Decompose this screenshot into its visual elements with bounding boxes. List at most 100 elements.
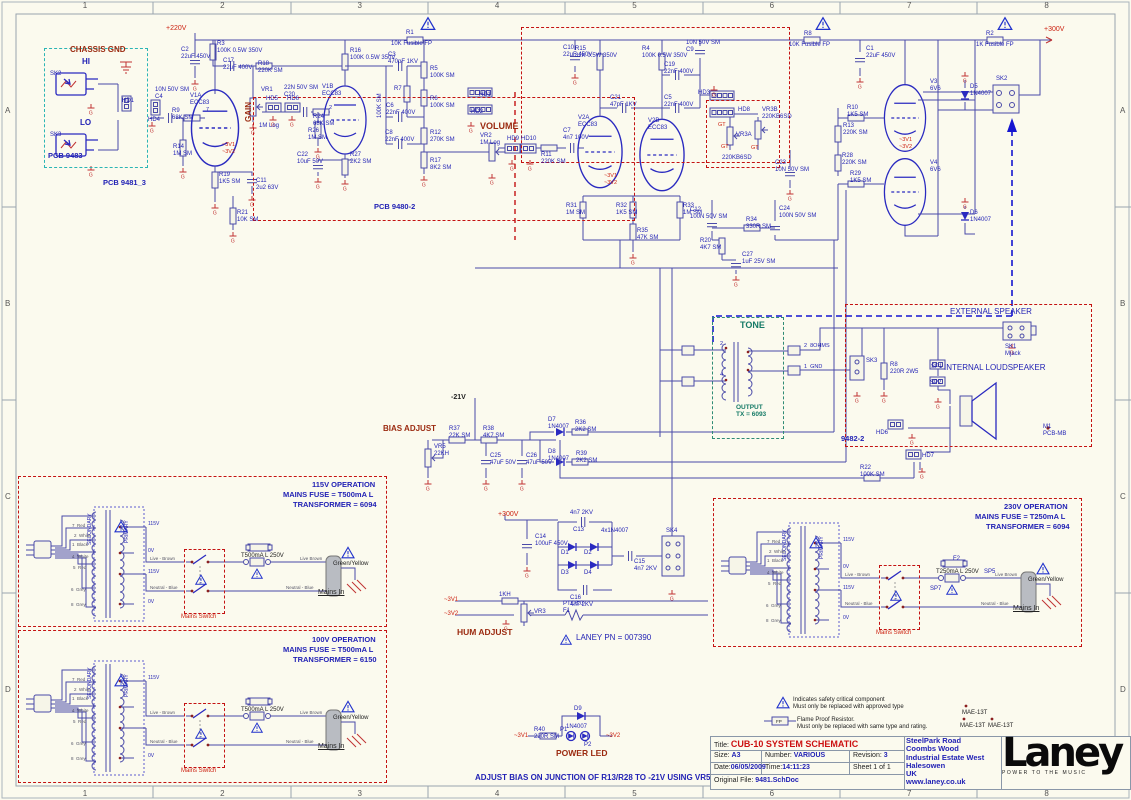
- schematic-label: 4 White: [72, 554, 89, 559]
- schematic-label: D8 1N4007: [548, 449, 570, 462]
- schematic-label: Live Brown: [300, 556, 323, 561]
- schematic-label: R9 68K SM: [172, 108, 194, 121]
- schematic-label: 10N 50V SM C4: [155, 87, 190, 100]
- schematic-label: R1: [406, 30, 414, 36]
- schematic-label: R18 220K SM: [258, 61, 283, 74]
- time-value: 14:11:23: [782, 764, 810, 771]
- op-100v-box: [18, 630, 387, 783]
- border-row-marker: A: [1120, 105, 1126, 115]
- border-column-marker: 1: [82, 789, 88, 798]
- schematic-label: PRIMARY: [124, 674, 130, 697]
- border-column-marker: 7: [906, 1, 912, 10]
- schematic-label: 115V: [148, 569, 160, 575]
- address-line: SteelPark Road: [906, 736, 962, 745]
- schematic-label: PRIMARY: [124, 520, 130, 543]
- pcb-9482-2-box: [845, 304, 1092, 447]
- title-block: Title: CUB-10 SYSTEM SCHEMATIC Size: A3 …: [710, 736, 1131, 790]
- border-column-marker: 7: [906, 789, 912, 798]
- schematic-label: 220KB6SD: [722, 155, 752, 161]
- op-100v-label: 100V OPERATION: [312, 635, 376, 644]
- border-row-marker: C: [5, 491, 11, 501]
- schematic-label: 1M Log: [259, 123, 280, 129]
- size-value: A3: [731, 752, 741, 759]
- schematic-label: 1KH: [499, 592, 511, 598]
- schematic-label: SK4: [666, 528, 678, 534]
- schematic-label: HD3: [698, 90, 711, 96]
- schematic-label: R31 1M SM: [566, 203, 586, 216]
- schematic-label: 10N 50V SM C9: [686, 40, 721, 53]
- schematic-label: V3 6V6: [930, 79, 941, 92]
- net-minus21v: -21V: [451, 394, 466, 401]
- schematic-label: Neutral - Blue: [286, 739, 314, 744]
- schematic-label: C21 47pF 1KV: [610, 95, 637, 108]
- schematic-label: 0V: [148, 753, 155, 759]
- schematic-label: Must only be replaced with same type and…: [797, 724, 928, 730]
- schematic-label: R6 100K SM: [430, 96, 455, 109]
- laney-pn-label: LANEY PN = 007390: [576, 633, 652, 642]
- schematic-label: R35 47K SM: [637, 228, 659, 241]
- schematic-label: 5 Red: [768, 581, 782, 586]
- schematic-label: R15 82K 0.5W 350V: [575, 46, 618, 59]
- schematic-label: C12 100N 50V SM: [690, 207, 728, 220]
- schematic-label: GT: [721, 144, 729, 150]
- input-lo-label: LO: [80, 118, 92, 127]
- power-led-label: POWER LED: [556, 748, 608, 758]
- schematic-label: R4 100K 0.5W 350V: [642, 46, 688, 59]
- schematic-label: 2 8OHMS: [804, 343, 830, 349]
- border-column-marker: 2: [220, 1, 225, 10]
- border-column-marker: 8: [1044, 789, 1049, 798]
- border-column-marker: 3: [357, 1, 362, 10]
- schematic-label: R7: [394, 86, 402, 92]
- company-address: SteelPark Road Coombs Wood Industrial Es…: [906, 736, 1001, 787]
- output-tx-label: OUTPUT TX = 6093: [736, 404, 767, 419]
- border-row-marker: D: [1120, 684, 1126, 694]
- schematic-label: R40 220R SM: [534, 727, 560, 740]
- schematic-label: ~3V2: [899, 144, 912, 150]
- schematic-label: Mains In: [1013, 605, 1040, 612]
- schematic-label: R29 1K5 SM: [850, 171, 872, 184]
- bias-adjust-label: BIAS ADJUST: [383, 424, 437, 433]
- schematic-label: D9: [574, 706, 582, 712]
- schematic-label: Must only be replaced with approved type: [793, 704, 904, 710]
- schematic-label: HD6: [876, 430, 889, 436]
- op-230v-box: [713, 498, 1082, 647]
- schematic-label: Green/Yellow: [1028, 577, 1064, 583]
- schematic-label: C27 1uF 25V SM: [742, 252, 776, 265]
- title-label: Title:: [714, 742, 729, 749]
- schematic-label: 100K SM: [377, 93, 383, 118]
- schematic-label: TRANSFORMER = 6150: [293, 655, 377, 664]
- schematic-label: VR3A: [736, 132, 752, 138]
- hum-adjust-label: HUM ADJUST: [457, 627, 513, 637]
- border-column-marker: 1: [82, 1, 88, 10]
- address-line: Coombs Wood: [906, 744, 959, 754]
- schematic-label: 0V: [148, 548, 155, 554]
- schematic-label: Green/Yellow: [333, 715, 369, 721]
- schematic-label: VR3: [534, 609, 546, 615]
- schematic-label: HD8: [738, 107, 751, 113]
- border-row-marker: B: [5, 298, 11, 308]
- schematic-label: 2: [329, 105, 333, 111]
- schematic-label: HD1: [479, 92, 492, 98]
- schematic-label: 2 White: [74, 533, 91, 538]
- schematic-label: 5 Red: [73, 565, 87, 570]
- schematic-label: Live - Brown: [150, 556, 176, 561]
- schematic-label: 115V: [843, 537, 855, 543]
- laney-logo: Laney POWER TO THE MUSIC: [1002, 733, 1128, 787]
- schematic-label: D3: [561, 570, 569, 576]
- safety-note-1: Indicates safety critical component: [793, 697, 885, 703]
- schematic-label: ~3V1: [222, 142, 235, 148]
- pcb-9482-label: 9482-2: [841, 434, 865, 443]
- border-column-marker: 2: [220, 789, 225, 798]
- schematic-label: 10K Fusible FP: [789, 42, 831, 48]
- schematic-label: TRANSFORMER = 6094: [293, 500, 377, 509]
- chassis-gnd-label: CHASSIS GND: [70, 45, 126, 54]
- input-hi-label: HI: [82, 57, 90, 66]
- schematic-label: 115V: [148, 521, 160, 527]
- schematic-label: C7 4n7 100V: [563, 128, 589, 141]
- schematic-label: Mains In: [318, 589, 345, 596]
- schematic-label: V1B ECC83: [322, 84, 342, 97]
- schematic-label: R19 1K5 SM: [219, 172, 241, 185]
- schematic-label: ~3V1: [514, 733, 529, 739]
- size-label: Size:: [714, 752, 730, 759]
- schematic-label: 1K Fusible FP: [976, 42, 1014, 48]
